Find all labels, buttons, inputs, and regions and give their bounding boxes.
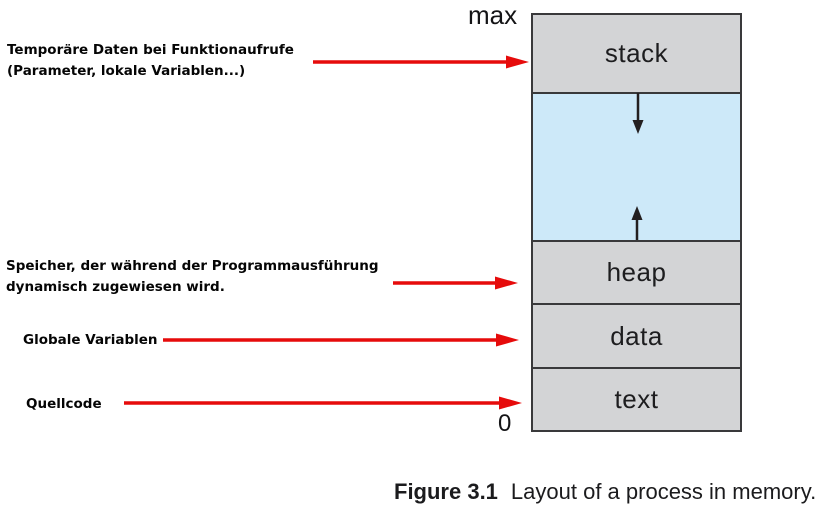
segment-heap: heap — [533, 242, 740, 303]
segment-stack: stack — [533, 15, 740, 92]
annotation-arrow-text-icon — [124, 396, 522, 410]
annotation-arrow-stack-icon — [313, 55, 529, 69]
figure-caption: Figure 3.1 Layout of a process in memory. — [394, 479, 816, 505]
segment-text: text — [533, 367, 740, 430]
segment-data-label: data — [610, 320, 663, 351]
segment-stack-label: stack — [604, 38, 669, 68]
figure-caption-number: Figure 3.1 — [394, 479, 498, 504]
annotation-data-line1: Globale Variablen — [23, 332, 158, 348]
segment-text-label: text — [614, 384, 659, 414]
address-zero-label: 0 — [498, 410, 512, 437]
segment-free-space — [533, 92, 740, 242]
annotation-heap-line2: dynamisch zugewiesen wird. — [6, 279, 225, 295]
segment-heap-label: heap — [606, 257, 667, 287]
annotation-arrow-heap-icon — [393, 276, 518, 290]
annotation-data: Globale Variablen — [23, 330, 158, 351]
figure-caption-text: Layout of a process in memory. — [510, 479, 817, 504]
annotation-stack: Temporäre Daten bei Funktionaufrufe (Par… — [7, 40, 294, 82]
annotation-text-line1: Quellcode — [26, 396, 102, 412]
annotation-heap-line1: Speicher, der während der Programmausfüh… — [6, 258, 379, 274]
annotation-text: Quellcode — [26, 394, 102, 415]
address-max-label: max — [468, 0, 518, 30]
annotation-stack-line2: (Parameter, lokale Variablen...) — [7, 63, 246, 79]
annotation-stack-line1: Temporäre Daten bei Funktionaufrufe — [7, 42, 294, 58]
segment-data: data — [533, 303, 740, 367]
memory-box: stack heap data text — [531, 13, 742, 432]
annotation-arrow-data-icon — [163, 333, 519, 347]
annotation-heap: Speicher, der während der Programmausfüh… — [6, 256, 379, 298]
